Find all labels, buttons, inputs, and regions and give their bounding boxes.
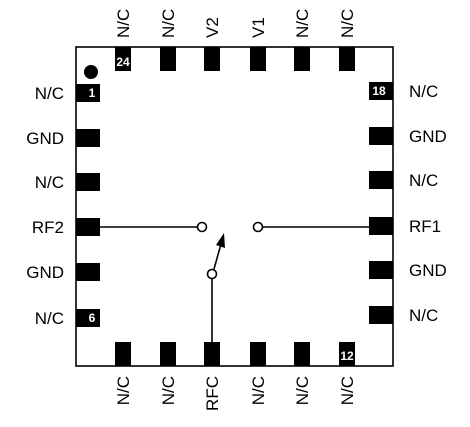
pin-number: 24 — [116, 55, 130, 69]
pin-number: 18 — [372, 84, 386, 98]
pin-label: N/C — [35, 309, 64, 328]
pin-label: N/C — [114, 9, 133, 38]
pin-label: V2 — [203, 17, 222, 38]
spdt-switch-symbol — [100, 221, 369, 342]
pin-top-4: V1 — [249, 17, 268, 71]
pin-label: N/C — [409, 306, 438, 325]
switch-arm — [213, 243, 222, 270]
pin-label: RF2 — [32, 218, 64, 237]
pin-label: N/C — [338, 9, 357, 38]
pin-number: 1 — [89, 86, 96, 100]
pin-left-3: N/C — [35, 173, 100, 192]
pin-label: N/C — [114, 376, 133, 405]
pin-bottom-4: N/C — [249, 342, 268, 405]
pin-label: N/C — [293, 376, 312, 405]
pin-right-3: N/C — [369, 171, 438, 190]
rf1-contact — [252, 221, 264, 233]
pin-bottom-6: 12 N/C — [338, 342, 357, 405]
pin-right-4: RF1 — [369, 217, 441, 236]
pin-label: N/C — [249, 376, 268, 405]
pin-bottom-1: N/C — [114, 342, 133, 405]
pin-top-5: N/C — [293, 9, 312, 71]
pin-bottom-3: RFC — [203, 342, 222, 411]
switch-arrow-icon — [216, 233, 225, 248]
pin1-orientation-dot — [84, 65, 98, 79]
pin-label: RFC — [203, 376, 222, 411]
pin-label: GND — [26, 129, 64, 148]
pin-number: 12 — [340, 349, 354, 363]
top-pins: 24 N/C N/C V2 V1 N/C N/C — [114, 9, 357, 71]
pin-label: N/C — [409, 171, 438, 190]
pin-label: N/C — [35, 84, 64, 103]
pin-label: N/C — [338, 376, 357, 405]
pin-left-6: 6 N/C — [35, 309, 100, 328]
pin-label: GND — [409, 261, 447, 280]
pin-top-3: V2 — [203, 17, 222, 71]
pin-label: N/C — [409, 82, 438, 101]
pin-bottom-2: N/C — [159, 342, 178, 405]
pin-right-2: GND — [369, 127, 447, 146]
pin-left-5: GND — [26, 263, 100, 282]
rfc-contact — [206, 268, 218, 280]
pin-label: N/C — [35, 173, 64, 192]
pin-label: N/C — [159, 376, 178, 405]
pin-label: V1 — [249, 17, 268, 38]
pin-label: N/C — [293, 9, 312, 38]
pin-number: 6 — [89, 311, 96, 325]
rf2-contact — [196, 221, 208, 233]
package-body — [75, 46, 394, 367]
pin-left-4: RF2 — [32, 218, 100, 237]
pin-right-5: GND — [369, 261, 447, 280]
pin-top-6: N/C — [338, 9, 357, 71]
pin-label: N/C — [159, 9, 178, 38]
pin-top-2: N/C — [159, 9, 178, 71]
right-pins: 18 N/C GND N/C RF1 GND N/C — [369, 82, 447, 325]
pin-right-1: 18 N/C — [369, 82, 438, 101]
pin-left-1: 1 N/C — [35, 84, 100, 103]
pin-top-1: 24 N/C — [114, 9, 133, 71]
pin-right-6: N/C — [369, 306, 438, 325]
pin-bottom-5: N/C — [293, 342, 312, 405]
bottom-pins: N/C N/C RFC N/C N/C 12 N/C — [114, 342, 357, 411]
pin-label: GND — [409, 127, 447, 146]
pin-label: RF1 — [409, 217, 441, 236]
left-pins: 1 N/C GND N/C RF2 GND 6 N/C — [26, 84, 100, 328]
pin-label: GND — [26, 263, 64, 282]
pin-left-2: GND — [26, 129, 100, 148]
